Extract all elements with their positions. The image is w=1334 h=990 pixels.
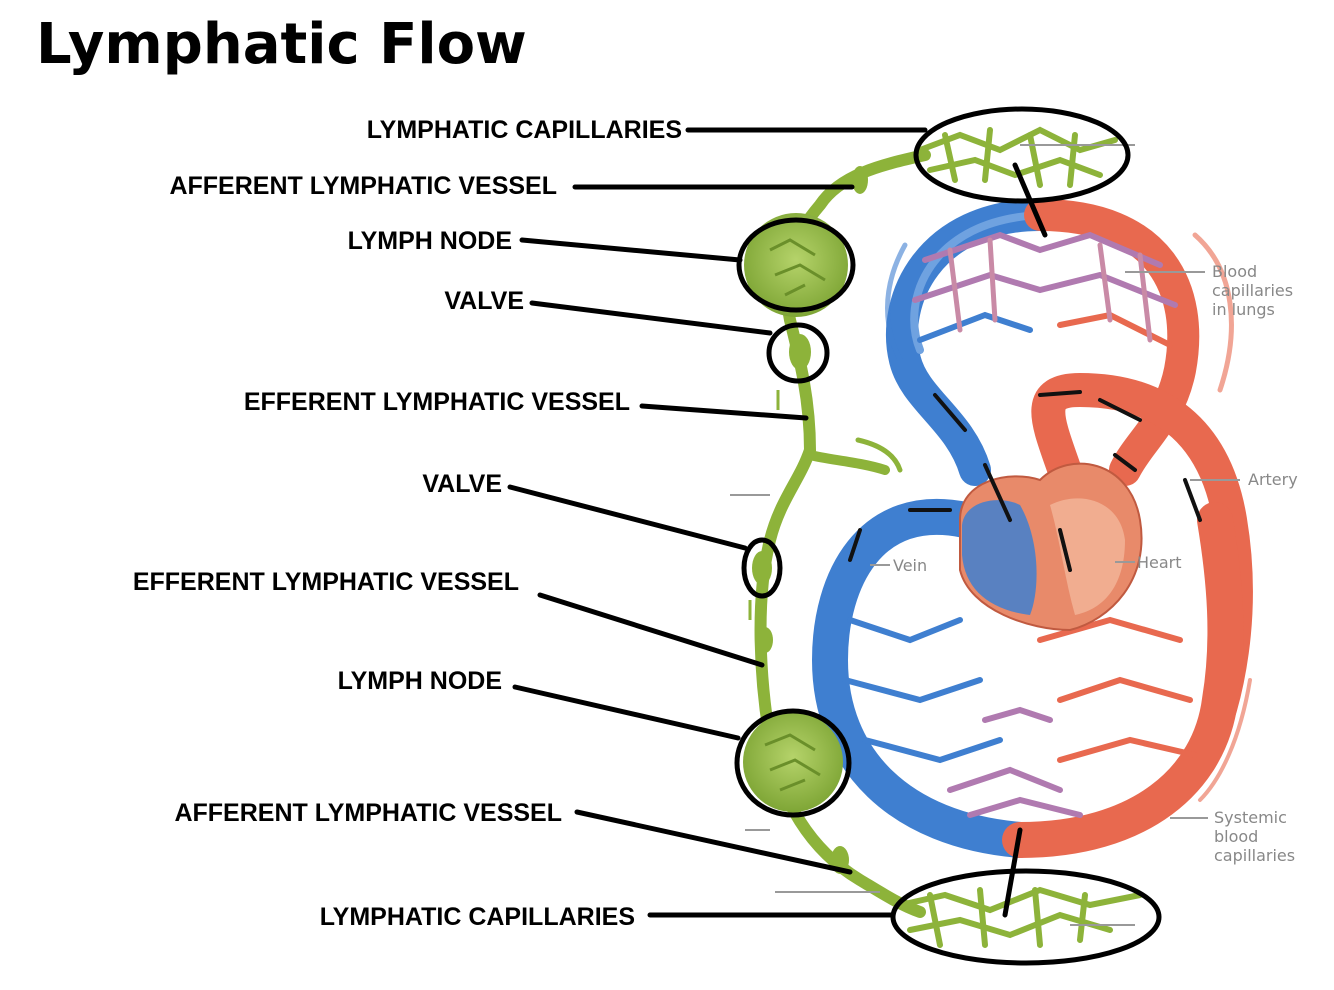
blood-circulation [811,199,1253,858]
valve-bulge-top [789,334,811,370]
label-valve-bottom: VALVE [422,470,502,498]
lymphatic-system [743,126,1143,948]
label-efferent-vessel-top: EFFERENT LYMPHATIC VESSEL [243,388,630,416]
label-afferent-vessel-top: AFFERENT LYMPHATIC VESSEL [169,172,557,200]
callout-ellipse-capillaries-top [913,106,1131,204]
figure-pointer-lines [730,144,1240,926]
annotation-callouts [507,106,1162,966]
label-valve-top: VALVE [444,287,524,315]
callout-ellipse-node-top [736,217,856,313]
label-efferent-vessel-bottom: EFFERENT LYMPHATIC VESSEL [132,568,519,596]
label-lymphatic-capillaries-bottom: LYMPHATIC CAPILLARIES [319,903,635,931]
label-heart: Heart [1137,553,1182,572]
label-lymph-node-bottom: LYMPH NODE [337,667,502,695]
pulmonary-loop [885,199,1234,486]
label-blood-capillaries-lungs: Blood capillaries in lungs [1212,262,1294,320]
lymph-branch [805,450,890,475]
callout-ellipse-valve-bottom [741,537,783,599]
heart-shape [959,462,1143,632]
label-lymph-node-top: LYMPH NODE [347,227,512,255]
label-artery: Artery [1248,470,1298,489]
label-vein: Vein [893,556,928,575]
flow-arrows [848,390,1202,572]
callout-ellipse-node-bottom [734,708,852,818]
lymphatic-capillary-bed-top [917,126,1118,188]
page-title: Lymphatic Flow [36,12,527,77]
lymphatic-capillary-bed-bottom [897,886,1143,948]
callout-ellipse-valve-top [766,322,830,384]
systemic-loop [811,498,1252,858]
label-lymphatic-capillaries-top: LYMPHATIC CAPILLARIES [366,116,682,144]
label-afferent-vessel-bottom: AFFERENT LYMPHATIC VESSEL [174,799,562,827]
label-systemic-capillaries: Systemic blood capillaries [1214,808,1296,866]
valve-bulge-bottom [752,551,772,585]
